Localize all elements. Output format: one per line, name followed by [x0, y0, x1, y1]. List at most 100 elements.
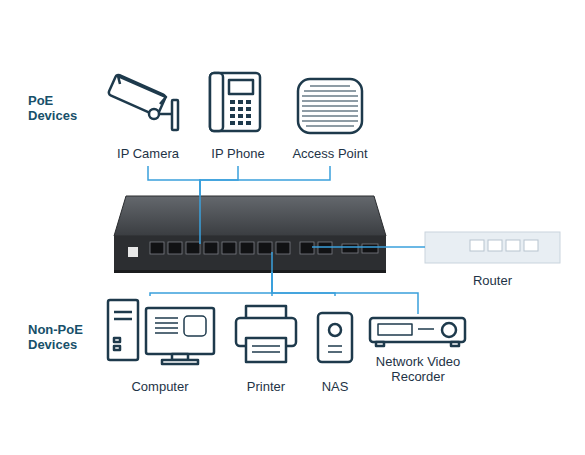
- pc-button: [114, 346, 120, 350]
- screen-line: [155, 327, 178, 329]
- sfp-slot: [362, 244, 378, 253]
- sfp-slot: [342, 244, 358, 253]
- non-poe-device: Network Video Recorder: [366, 314, 470, 384]
- key: [238, 114, 243, 118]
- key: [230, 107, 235, 111]
- nas-icon: [318, 313, 352, 362]
- key: [246, 107, 251, 111]
- device-label: IP Camera: [102, 146, 194, 161]
- non-poe-device: NAS: [310, 296, 360, 394]
- port: [150, 242, 164, 254]
- port: [222, 242, 236, 254]
- switch-illustration: [114, 196, 386, 273]
- key: [246, 121, 251, 125]
- key: [230, 121, 235, 125]
- switch-base: [114, 270, 386, 273]
- printer-icon: [236, 306, 296, 362]
- non-poe-device: Printer: [230, 296, 302, 394]
- screen-window: [184, 316, 206, 336]
- phone-handset: [210, 73, 223, 131]
- device-label: Printer: [230, 379, 302, 394]
- nvr-slot: [418, 328, 434, 330]
- port: [300, 242, 314, 254]
- paper-line: [252, 351, 280, 353]
- phone-body: [210, 73, 260, 131]
- non-poe-device: Computer: [104, 296, 216, 394]
- port: [258, 242, 272, 254]
- router-body: [425, 232, 560, 263]
- camera-mount: [172, 100, 178, 130]
- group-label: Non-PoE Devices: [28, 322, 90, 352]
- network-cable: [200, 166, 330, 196]
- phone-screen: [229, 80, 253, 94]
- port-leader: [199, 196, 201, 244]
- phone-icon: [210, 73, 260, 131]
- key: [238, 121, 243, 125]
- grille-line: [302, 115, 358, 116]
- key: [230, 114, 235, 118]
- device-label: NAS: [310, 379, 360, 394]
- device-label: Router: [425, 273, 560, 288]
- camera-arm: [158, 113, 172, 116]
- paper-out: [246, 338, 286, 362]
- router-box: Router: [425, 230, 560, 288]
- screen-line: [155, 332, 178, 334]
- camera-hood: [118, 76, 166, 104]
- router-ports: [470, 240, 538, 251]
- monitor: [146, 308, 214, 354]
- network-cable: [386, 246, 425, 248]
- key: [238, 107, 243, 111]
- drive-bay: [114, 311, 132, 314]
- poe-device: IP Phone: [198, 66, 278, 161]
- port: [204, 242, 218, 254]
- network-cable: [150, 272, 272, 296]
- device-label: Computer: [104, 379, 216, 394]
- key: [238, 100, 243, 104]
- drive-bay: [114, 318, 132, 321]
- network-cable: [272, 272, 418, 314]
- port: [186, 242, 200, 254]
- group-label: PoE Devices: [28, 93, 90, 123]
- grille-line: [302, 95, 358, 96]
- pc-button: [114, 338, 120, 342]
- port: [240, 242, 254, 254]
- nvr-icon: [370, 318, 465, 346]
- nas-body: [318, 313, 352, 362]
- port-leader: [312, 246, 386, 248]
- nas-slot: [328, 351, 342, 353]
- port: [168, 242, 182, 254]
- port: [524, 240, 538, 251]
- paper-line: [252, 345, 280, 347]
- port: [488, 240, 502, 251]
- port: [318, 242, 332, 254]
- pc-tower: [108, 300, 138, 360]
- phone-keypad: [230, 100, 251, 125]
- poe-device: Access Point: [282, 66, 378, 161]
- device-label: Network Video Recorder: [366, 354, 470, 384]
- screen-line: [155, 322, 178, 324]
- grille-line: [302, 105, 358, 106]
- port: [276, 242, 290, 254]
- port-leaders: [200, 196, 386, 272]
- nas-slot: [328, 345, 342, 347]
- key: [230, 100, 235, 104]
- grille-line: [306, 125, 354, 126]
- key: [246, 114, 251, 118]
- access-point-icon: [298, 79, 362, 133]
- port-leader: [271, 252, 273, 272]
- port: [470, 240, 484, 251]
- camera-lens: [149, 109, 159, 119]
- poe-device: IP Camera: [102, 66, 194, 161]
- grille-line: [310, 85, 350, 86]
- switch-top: [114, 196, 386, 236]
- switch-ports: [150, 242, 378, 254]
- key: [246, 100, 251, 104]
- device-label: Access Point: [282, 146, 378, 161]
- poe-switch: [114, 196, 386, 272]
- camera-icon: [108, 74, 178, 130]
- router-illustration: [425, 232, 560, 263]
- grille-line: [304, 90, 356, 91]
- nvr-display: [378, 324, 412, 335]
- nvr-foot: [451, 342, 459, 346]
